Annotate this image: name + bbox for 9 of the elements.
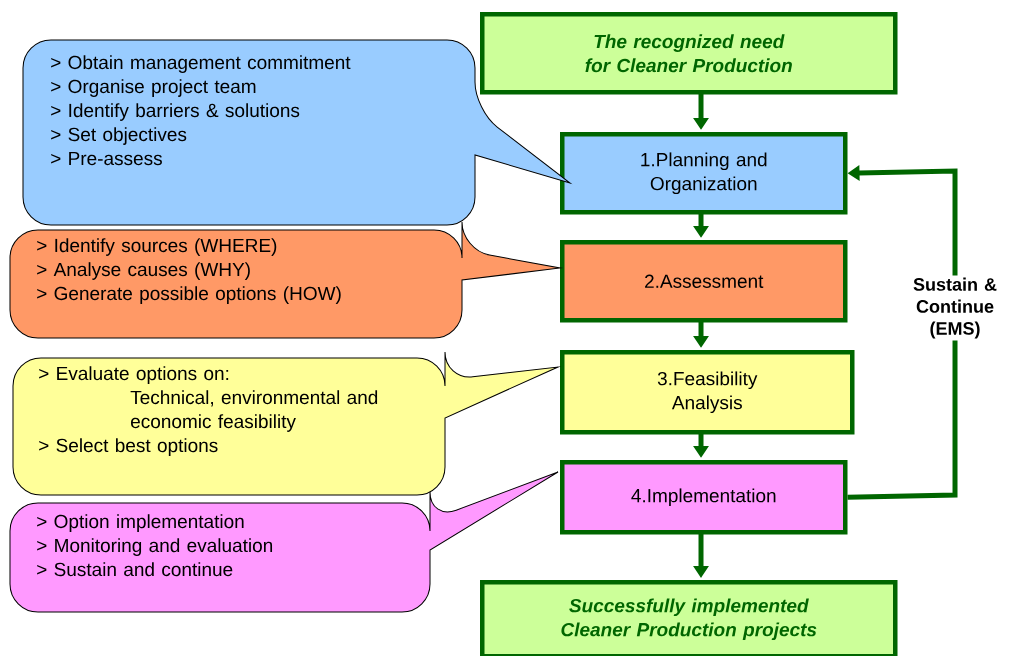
- callout-bubble: > Obtain management commitment > Organise project team > Identify barriers & solutions > Set objectives > Pre-assess: [22, 39, 571, 226]
- edge-label: Sustain & Continue (EMS): [907, 275, 1003, 341]
- callout-bubble: > Option implementation > Monitoring and evaluation > Sustain and continue: [9, 471, 559, 613]
- terminal-box: Successfully implemented Cleaner Production projects: [480, 580, 898, 656]
- process-box: 4.Implementation: [560, 460, 848, 535]
- process-box: 3.Feasibility Analysis: [560, 350, 855, 435]
- process-box: 2.Assessment: [560, 240, 848, 323]
- process-box: 1.Planning and Organization: [560, 132, 848, 215]
- terminal-box: The recognized need for Cleaner Production: [480, 12, 898, 95]
